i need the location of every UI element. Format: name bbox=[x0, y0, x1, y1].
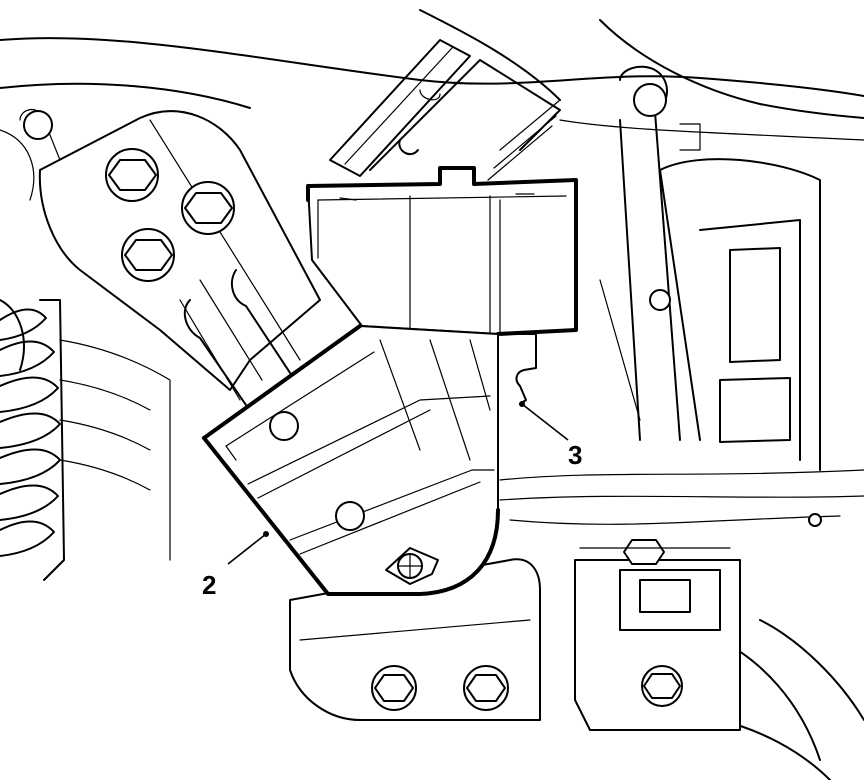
right-lower-bracket bbox=[574, 539, 741, 731]
component-2-duct bbox=[202, 324, 500, 596]
callout-3: 3 bbox=[519, 401, 582, 470]
callout-3-leader bbox=[521, 403, 569, 441]
upper-link bbox=[329, 39, 561, 181]
bracket-bolts bbox=[105, 148, 235, 282]
bolt-icon bbox=[623, 539, 665, 565]
lower-mount bbox=[289, 558, 541, 721]
bolt-icon bbox=[181, 181, 235, 235]
crosshair-arrow-icon bbox=[385, 547, 439, 585]
component-3-housing bbox=[306, 166, 578, 405]
callout-2-dot bbox=[263, 531, 269, 537]
callout-3-dot bbox=[519, 401, 525, 407]
callout-2-leader bbox=[227, 533, 267, 565]
bolt-icon bbox=[641, 665, 683, 707]
callout-3-label: 3 bbox=[568, 440, 582, 470]
coil-spring bbox=[0, 299, 171, 581]
callout-2: 2 bbox=[202, 531, 269, 600]
callout-2-label: 2 bbox=[202, 570, 216, 600]
bolt-icon bbox=[105, 148, 159, 202]
right-support-frame bbox=[599, 65, 822, 527]
bolt-icon bbox=[121, 228, 175, 282]
bolt-icon bbox=[463, 665, 509, 711]
bolt-icon bbox=[371, 665, 417, 711]
